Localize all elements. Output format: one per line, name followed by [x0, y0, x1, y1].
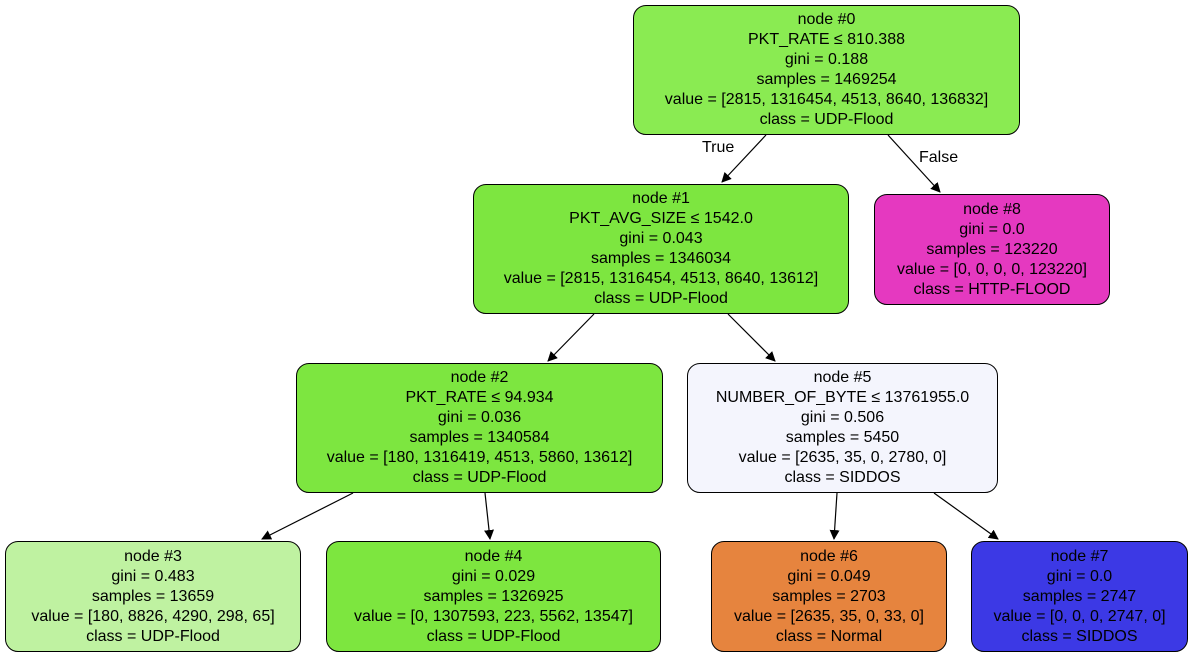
edge-node-5-to-node-7 [933, 492, 999, 540]
node-5-line-3: samples = 5450 [785, 429, 900, 446]
edge-node-0-to-node-8 [887, 134, 941, 193]
node-6-line-2: samples = 2703 [772, 587, 886, 605]
node-1-line-1: PKT_AVG_SIZE ≤ 1542.0 [569, 210, 753, 227]
node-7-line-1: gini = 0.0 [1046, 567, 1113, 585]
node-8: node #8 gini = 0.0 samples = 123220 valu… [874, 194, 1110, 305]
node-4-line-1: gini = 0.029 [451, 567, 536, 585]
node-2: node #2 PKT_RATE ≤ 94.934 gini = 0.036 s… [296, 363, 663, 493]
node-2-line-3: samples = 1340584 [409, 429, 550, 446]
node-8-line-3: value = [0, 0, 0, 0, 123220] [897, 260, 1087, 278]
node-3-line-3: value = [180, 8826, 4290, 298, 65] [31, 607, 275, 625]
node-1-line-5: class = UDP-Flood [594, 290, 728, 307]
node-0-line-2: gini = 0.188 [784, 51, 869, 68]
node-4-line-3: value = [0, 1307593, 223, 5562, 13547] [354, 607, 633, 625]
edge-node-5-to-node-6 [829, 492, 840, 540]
node-6-line-1: gini = 0.049 [787, 567, 871, 585]
node-3-line-4: class = UDP-Flood [86, 627, 220, 645]
node-2-line-4: value = [180, 1316419, 4513, 5860, 13612… [326, 449, 633, 466]
node-4-line-4: class = UDP-Flood [426, 627, 561, 645]
node-6-line-4: class = Normal [775, 627, 883, 645]
node-3-line-2: samples = 13659 [91, 587, 215, 605]
node-3: node #3 gini = 0.483 samples = 13659 val… [5, 541, 301, 652]
node-1-line-2: gini = 0.043 [619, 230, 703, 247]
node-6-line-0: node #6 [800, 547, 858, 565]
node-0-line-4: value = [2815, 1316454, 4513, 8640, 1368… [664, 91, 989, 108]
node-7-line-3: value = [0, 0, 0, 2747, 0] [993, 607, 1166, 625]
node-8-line-1: gini = 0.0 [959, 220, 1025, 238]
node-8-line-4: class = HTTP-FLOOD [913, 280, 1071, 298]
node-6-line-3: value = [2635, 35, 0, 33, 0] [734, 607, 924, 625]
edge-node-0-to-node-1 [721, 134, 767, 183]
node-5-line-5: class = SIDDOS [784, 469, 901, 486]
node-8-line-2: samples = 123220 [926, 240, 1058, 258]
node-3-line-1: gini = 0.483 [111, 567, 195, 585]
node-4: node #4 gini = 0.029 samples = 1326925 v… [326, 541, 661, 652]
edge-node-1-to-node-2 [547, 313, 595, 362]
node-5-line-1: NUMBER_OF_BYTE ≤ 13761955.0 [715, 389, 970, 406]
node-1-line-0: node #1 [632, 190, 690, 207]
node-5-line-0: node #5 [813, 369, 872, 386]
node-3-line-0: node #3 [124, 547, 182, 565]
node-1-line-4: value = [2815, 1316454, 4513, 8640, 1361… [503, 270, 819, 287]
node-7-line-4: class = SIDDOS [1021, 627, 1138, 645]
node-4-line-0: node #4 [464, 547, 523, 565]
edge-node-1-to-node-5 [727, 313, 776, 362]
node-8-line-0: node #8 [963, 200, 1021, 218]
node-5-line-2: gini = 0.506 [800, 409, 885, 426]
edge-label-false: False [919, 149, 959, 166]
node-2-line-5: class = UDP-Flood [412, 469, 547, 486]
node-2-line-2: gini = 0.036 [437, 409, 522, 426]
edge-label-true: True [702, 139, 735, 156]
node-2-line-0: node #2 [450, 369, 509, 386]
node-0-line-5: class = UDP-Flood [759, 111, 894, 128]
node-2-line-1: PKT_RATE ≤ 94.934 [405, 389, 554, 406]
node-1: node #1 PKT_AVG_SIZE ≤ 1542.0 gini = 0.0… [473, 184, 849, 314]
node-0: node #0 PKT_RATE ≤ 810.388 gini = 0.188 … [633, 5, 1020, 135]
edge-node-2-to-node-3 [261, 492, 354, 540]
node-7: node #7 gini = 0.0 samples = 2747 value … [971, 541, 1188, 652]
node-5-line-4: value = [2635, 35, 0, 2780, 0] [738, 449, 947, 466]
node-7-line-2: samples = 2747 [1022, 587, 1137, 605]
node-0-line-3: samples = 1469254 [756, 71, 897, 88]
edge-node-2-to-node-4 [484, 492, 494, 540]
node-7-line-0: node #7 [1050, 547, 1109, 565]
node-1-line-3: samples = 1346034 [590, 250, 732, 267]
node-6: node #6 gini = 0.049 samples = 2703 valu… [711, 541, 947, 652]
node-0-line-1: PKT_RATE ≤ 810.388 [747, 31, 905, 48]
node-4-line-2: samples = 1326925 [423, 587, 564, 605]
node-5: node #5 NUMBER_OF_BYTE ≤ 13761955.0 gini… [687, 363, 998, 493]
node-0-line-0: node #0 [797, 11, 856, 28]
